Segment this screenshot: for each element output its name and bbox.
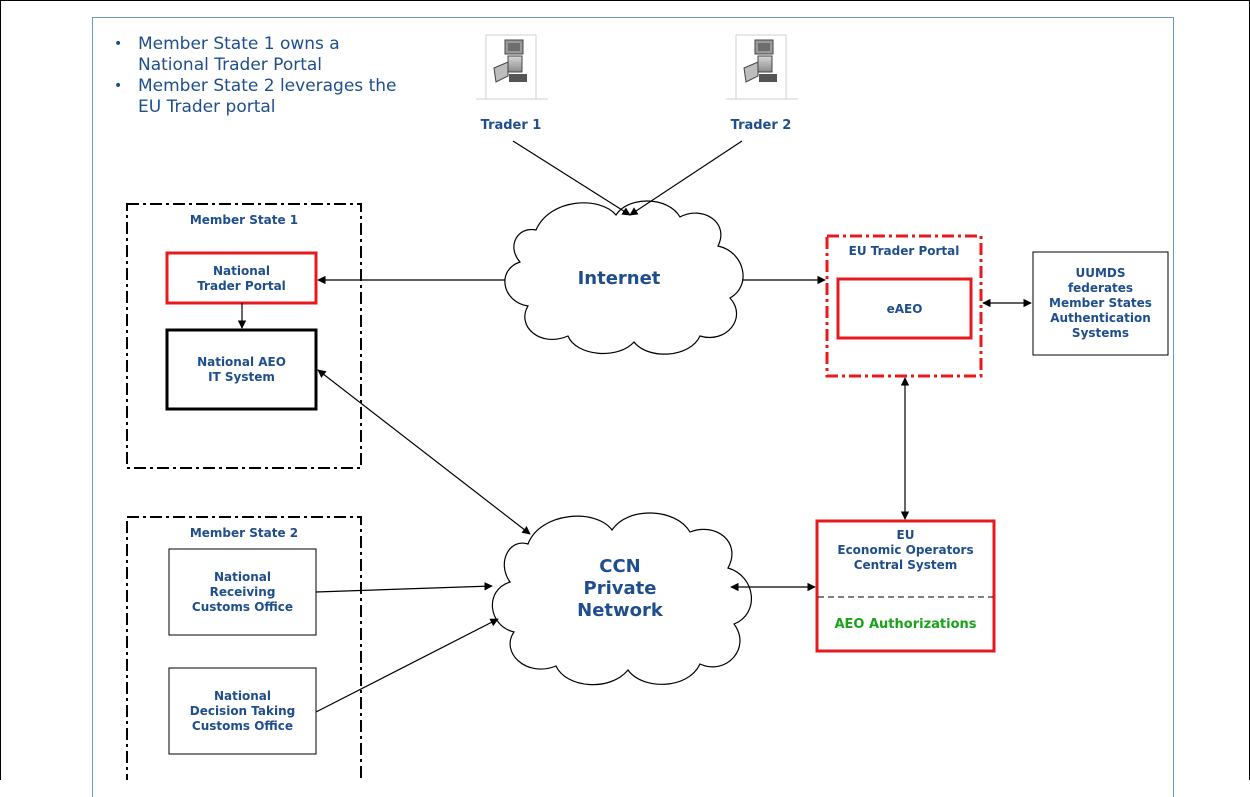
label-line: EU xyxy=(896,528,915,542)
decision-office-box xyxy=(168,667,317,755)
internet-cloud-icon xyxy=(504,200,744,355)
internet-label: Internet xyxy=(577,268,661,289)
national-trader-portal-box xyxy=(165,251,318,305)
member-state-1-container xyxy=(126,203,362,469)
trader-2-computer-icon xyxy=(726,34,798,100)
slide-frame xyxy=(92,17,1174,797)
label-line: National xyxy=(213,264,270,278)
national-aeo-system-box xyxy=(165,328,318,411)
ccn-label-line: CCN xyxy=(599,556,641,577)
label-line: federates xyxy=(1067,281,1134,295)
diagram-canvas xyxy=(126,34,1169,780)
label-line: UUMDS xyxy=(1075,266,1126,280)
ccn-cloud-icon xyxy=(491,512,752,686)
label-line: Systems xyxy=(1071,326,1130,340)
label-line: Economic Operators xyxy=(837,543,974,557)
label-line: Member States xyxy=(1049,296,1152,310)
receiving-office-box xyxy=(168,548,317,636)
uumds-box xyxy=(1032,251,1169,356)
receiving-office-label: National Receiving Customs Office xyxy=(169,570,316,615)
bullet-item: Member State 2 leverages the EU Trader p… xyxy=(110,76,408,118)
label-line: National AEO xyxy=(197,355,286,369)
ccn-label: CCN Private Network xyxy=(560,556,680,622)
trader-2-label: Trader 2 xyxy=(730,118,792,133)
national-trader-portal-label: National Trader Portal xyxy=(167,264,316,294)
trader-1-label: Trader 1 xyxy=(480,118,542,133)
eu-eos-central-system-box xyxy=(815,519,996,653)
label-line: National xyxy=(214,689,271,703)
label-line: Customs Office xyxy=(191,719,294,733)
national-aeo-system-label: National AEO IT System xyxy=(167,355,316,385)
label-line: National xyxy=(214,570,271,584)
aeo-system-to-ccn-arrow xyxy=(317,369,531,535)
eu-trader-portal-container xyxy=(825,234,983,378)
connection-arrows xyxy=(237,140,1032,713)
ccn-label-line: Private xyxy=(583,578,657,599)
bullet-item: Member State 1 owns a National Trader Po… xyxy=(110,34,408,76)
label-line: Trader Portal xyxy=(197,279,286,293)
decision-office-to-ccn-arrow xyxy=(315,618,499,713)
eaeo-label: eAEO xyxy=(886,302,923,316)
ccn-label-line: Network xyxy=(577,600,663,621)
eu-eos-title: EU Economic Operators Central System xyxy=(817,528,994,573)
trader-1-computer-icon xyxy=(476,34,548,100)
receiving-office-to-ccn-arrow xyxy=(315,582,493,593)
label-line: Receiving xyxy=(209,585,276,599)
member-state-2-container xyxy=(126,516,362,780)
label-line: Customs Office xyxy=(191,600,294,614)
eaeo-box xyxy=(836,277,973,340)
label-line: Central System xyxy=(853,558,958,572)
label-line: Decision Taking xyxy=(189,704,296,718)
trader1-to-internet-arrow xyxy=(512,140,631,216)
trader2-to-internet-arrow xyxy=(629,140,743,216)
aeo-authorizations-label: AEO Authorizations xyxy=(834,617,977,632)
uumds-label: UUMDS federates Member States Authentica… xyxy=(1033,266,1168,341)
eu-trader-portal-title: EU Trader Portal xyxy=(848,244,960,258)
bullet-list: Member State 1 owns a National Trader Po… xyxy=(110,34,408,118)
member-state-1-title: Member State 1 xyxy=(189,213,299,227)
label-line: Authentication xyxy=(1050,311,1151,325)
label-line: IT System xyxy=(208,370,275,384)
decision-office-label: National Decision Taking Customs Office xyxy=(169,689,316,734)
member-state-2-title: Member State 2 xyxy=(189,526,299,540)
